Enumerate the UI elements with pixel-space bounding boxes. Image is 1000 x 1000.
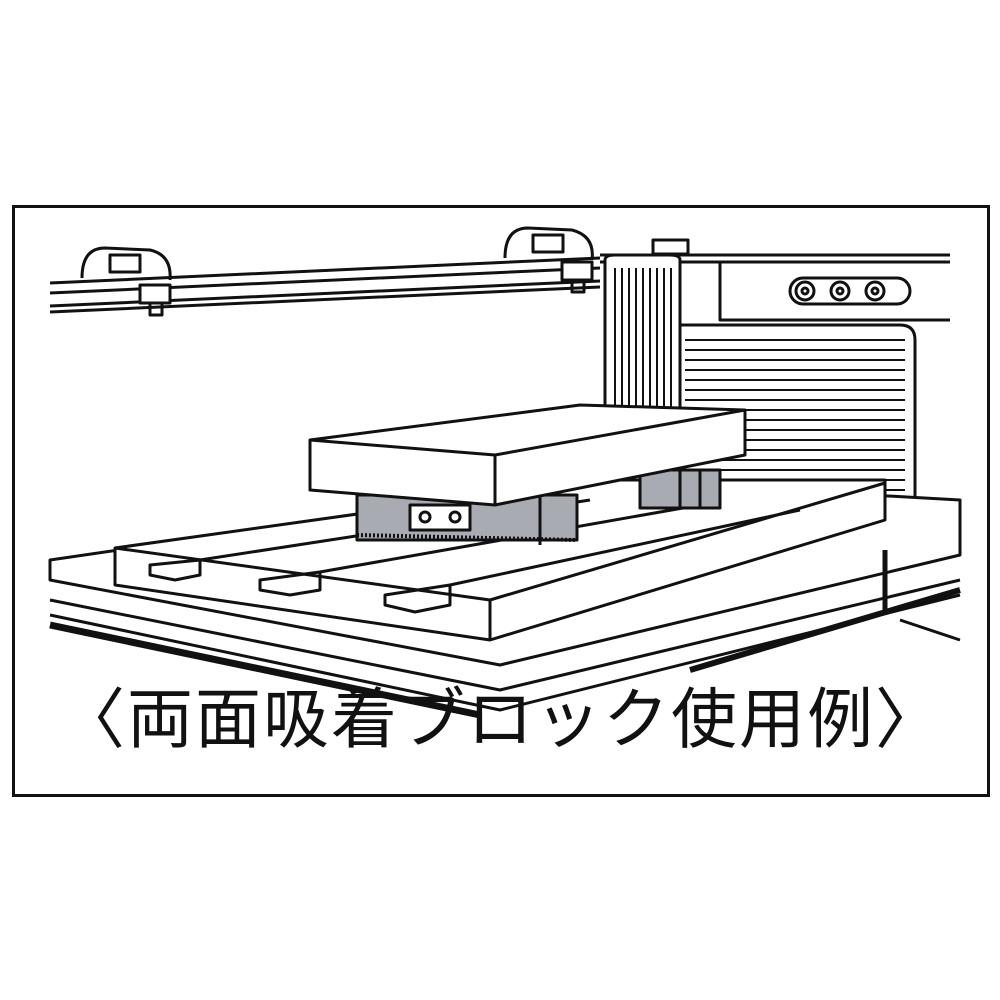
diagram-caption: 〈両面吸着ブロック使用例〉	[59, 681, 943, 758]
pipe-fitting-left	[80, 246, 172, 317]
control-knobs	[788, 276, 912, 306]
pipe-fitting-right	[503, 226, 594, 294]
machine-head	[603, 238, 950, 507]
suction-block-rear	[638, 468, 722, 510]
diagram-frame	[12, 205, 990, 797]
workpiece	[308, 403, 747, 507]
